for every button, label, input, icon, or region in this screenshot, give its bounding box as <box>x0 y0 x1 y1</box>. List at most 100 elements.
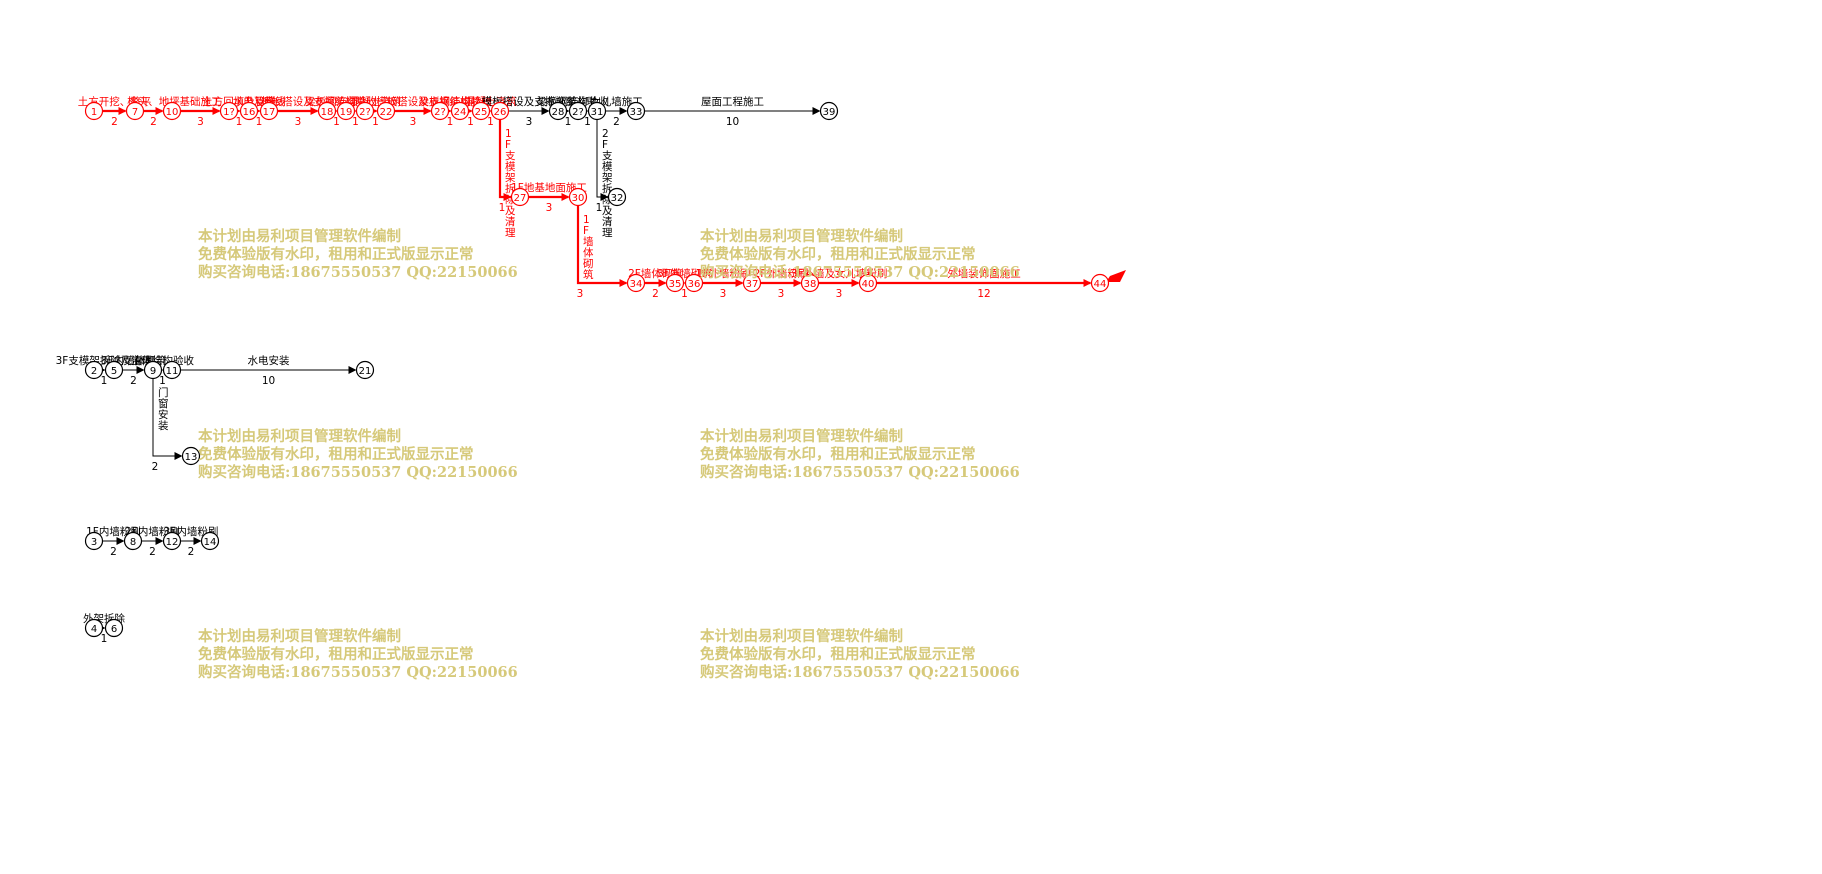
event-node-number: 18 <box>321 107 334 118</box>
activity-duration: 1 <box>236 116 243 128</box>
arrowhead-icon <box>1083 279 1092 287</box>
event-node-number: 22 <box>380 107 393 118</box>
event-node-circle <box>568 101 588 121</box>
watermark-line2: 免费体验版有水印，租用和正式版显示正常 <box>198 646 474 663</box>
event-node: 7 <box>125 101 145 121</box>
event-node-number: 2 <box>91 366 97 377</box>
event-node-number: 11 <box>166 366 179 377</box>
event-node-circle <box>104 618 124 638</box>
activity-duration: 10 <box>726 116 739 128</box>
event-node: 1? <box>219 101 239 121</box>
activity-duration: 3 <box>295 116 302 128</box>
event-node: 3 <box>84 531 104 551</box>
event-node: 36 <box>684 273 704 293</box>
event-node-circle <box>1090 273 1110 293</box>
activity-arrow <box>576 205 627 285</box>
event-node-number: 7 <box>132 107 138 118</box>
activity-duration: 1 <box>447 116 454 128</box>
event-node: 6 <box>104 618 124 638</box>
activity-duration: 1 <box>584 116 591 128</box>
event-node-number: 16 <box>243 107 256 118</box>
event-node: 31 <box>587 101 607 121</box>
activity-duration: 2 <box>188 546 195 558</box>
event-node-circle <box>430 101 450 121</box>
event-node: 10 <box>162 101 182 121</box>
activity-duration: 1 <box>352 116 359 128</box>
activity-name: 3F支模架拆除及清理 <box>56 354 153 367</box>
event-node: 1 <box>84 101 104 121</box>
event-node-number: 26 <box>494 107 507 118</box>
arrowhead-icon <box>116 537 125 545</box>
event-node-number: 10 <box>166 107 179 118</box>
event-node: 8 <box>123 531 143 551</box>
event-node-circle <box>626 101 646 121</box>
event-node: 16 <box>239 101 259 121</box>
event-node-number: 33 <box>630 107 643 118</box>
arrowhead-icon <box>136 366 145 374</box>
event-node-circle <box>471 101 491 121</box>
activity-duration: 3 <box>836 288 843 300</box>
event-node-circle <box>125 101 145 121</box>
activity-duration: 2 <box>150 116 157 128</box>
event-node: 14 <box>200 531 220 551</box>
event-node-number: 13 <box>185 452 198 463</box>
arrowhead-icon <box>174 452 183 460</box>
arrowhead-icon <box>423 107 432 115</box>
activity-name: 1F外墙粉刷 <box>696 267 751 280</box>
watermark-line2: 免费体验版有水印，租用和正式版显示正常 <box>198 446 474 463</box>
watermark-line2: 免费体验版有水印，租用和正式版显示正常 <box>700 446 976 463</box>
activity-duration: 2 <box>111 116 118 128</box>
activity-duration: 1 <box>499 202 506 214</box>
event-node: 5 <box>104 360 124 380</box>
event-node-number: 27 <box>514 193 527 204</box>
activity-name: 外墙装饰面施工 <box>947 267 1021 280</box>
event-node: 2 <box>84 360 104 380</box>
watermark-line2: 免费体验版有水印，租用和正式版显示正常 <box>700 646 976 663</box>
activity-name: 模板搭设及支撑 <box>261 95 335 108</box>
arrowhead-icon <box>155 107 164 115</box>
watermark-line1: 本计划由易利项目管理软件编制 <box>198 428 401 445</box>
event-node: 13 <box>181 446 201 466</box>
event-node-circle <box>819 101 839 121</box>
arrowhead-icon <box>619 279 628 287</box>
arrowhead-icon <box>212 107 221 115</box>
event-node-number: 35 <box>669 279 682 290</box>
event-node-circle <box>568 187 588 207</box>
watermark-line3: 购买咨询电话:18675550537 QQ:22150066 <box>198 464 518 481</box>
event-node: 37 <box>742 273 762 293</box>
event-node: 40 <box>858 273 878 293</box>
activity-duration: 2 <box>652 288 659 300</box>
event-node-number: 38 <box>804 279 817 290</box>
activity-duration: 2 <box>149 546 156 558</box>
event-node-circle <box>665 273 685 293</box>
event-node: 2? <box>568 101 588 121</box>
watermark-line3: 购买咨询电话:18675550537 QQ:22150066 <box>700 664 1020 681</box>
event-node: 33 <box>626 101 646 121</box>
event-node-number: 4 <box>91 624 97 635</box>
activity-name: 模板搭设及支撑 <box>376 95 450 108</box>
watermark-line3: 购买咨询电话:18675550537 QQ:22150066 <box>700 464 1020 481</box>
event-node-circle <box>84 101 104 121</box>
event-node-number: 25 <box>475 107 488 118</box>
event-node-number: 8 <box>130 537 136 548</box>
event-node-circle <box>742 273 762 293</box>
activity-duration: 3 <box>526 116 533 128</box>
event-node-number: 24 <box>454 107 467 118</box>
event-node: 35 <box>665 273 685 293</box>
arrowhead-icon <box>503 193 512 201</box>
event-node: 25 <box>471 101 491 121</box>
activity-duration: 1 <box>596 202 603 214</box>
event-node-number: 31 <box>591 107 604 118</box>
event-node-circle <box>684 273 704 293</box>
watermark-line1: 本计划由易利项目管理软件编制 <box>700 428 903 445</box>
event-node-circle <box>800 273 820 293</box>
activity-name: 门窗安装 <box>158 386 169 432</box>
arrowhead-icon <box>118 107 127 115</box>
watermark: 本计划由易利项目管理软件编制 免费体验版有水印，租用和正式版显示正常 购买咨询电… <box>700 428 1020 482</box>
event-node-circle <box>104 360 124 380</box>
activity-name: 土方回填及管线 <box>202 95 276 108</box>
activity-duration: 1 <box>101 633 108 645</box>
event-node-number: 40 <box>862 279 875 290</box>
event-node: 21 <box>355 360 375 380</box>
